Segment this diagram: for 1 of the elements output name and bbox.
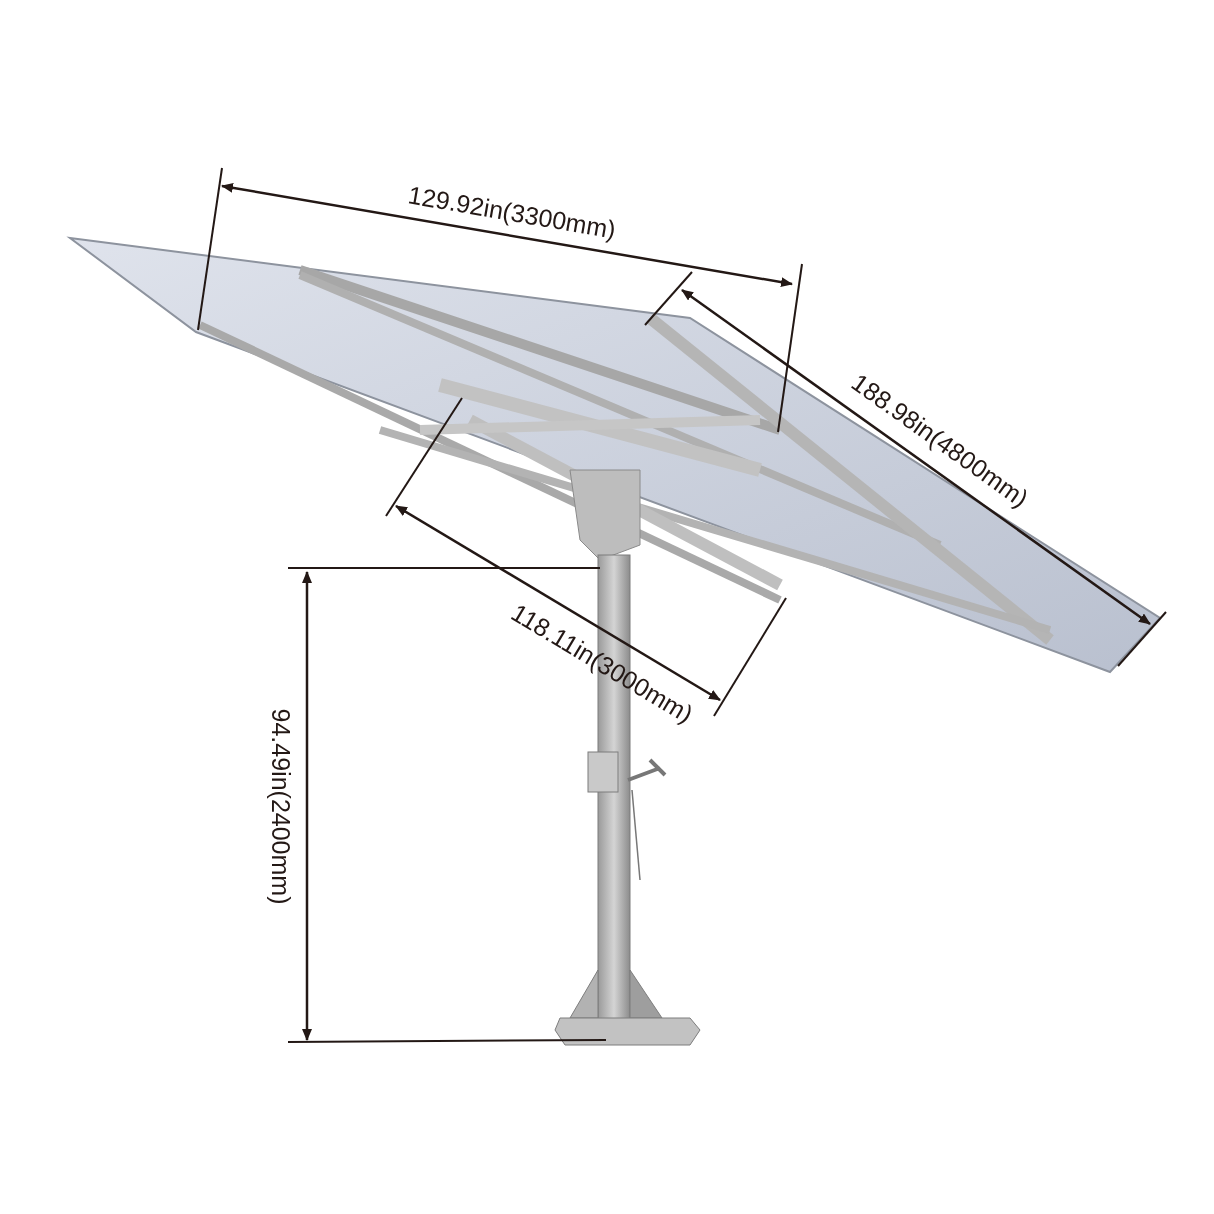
dimension-label: 94.49in(2400mm) <box>266 708 296 904</box>
